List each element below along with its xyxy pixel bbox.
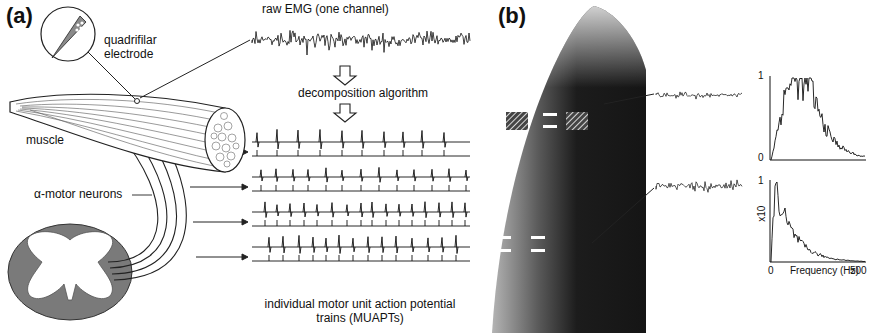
muapt-trains (252, 129, 470, 261)
panel-letter: (b) (498, 3, 526, 28)
axis-tick: 0 (768, 265, 774, 277)
process-label: decomposition algorithm (298, 87, 428, 101)
axis-scale: x10 (756, 206, 768, 222)
part-label: muscle (26, 134, 64, 148)
muscle-illustration (10, 94, 245, 172)
axis-tick: 0 (758, 152, 764, 164)
part-label: α-motor neurons (34, 188, 122, 202)
axis-tick: 1 (758, 70, 764, 82)
signal-label: individual motor unit action potential t… (260, 298, 460, 326)
electrode-magnifier (41, 7, 250, 104)
axis-tick: 500 (850, 265, 867, 277)
spectrum-traces (771, 78, 865, 262)
spectrum-axes (770, 76, 866, 262)
channel-signals (656, 92, 742, 192)
panel-letter: (a) (6, 3, 33, 28)
electrode-tip (492, 6, 646, 333)
part-label: quadrifilar electrode (104, 34, 182, 62)
raw-emg-trace (252, 30, 470, 55)
axis-title: Frequency (Hz) (790, 265, 859, 277)
axis-tick: 1 (758, 175, 764, 187)
signal-label: raw EMG (one channel) (262, 3, 389, 17)
leader-lines (592, 94, 654, 243)
spinal-cord (8, 224, 132, 320)
